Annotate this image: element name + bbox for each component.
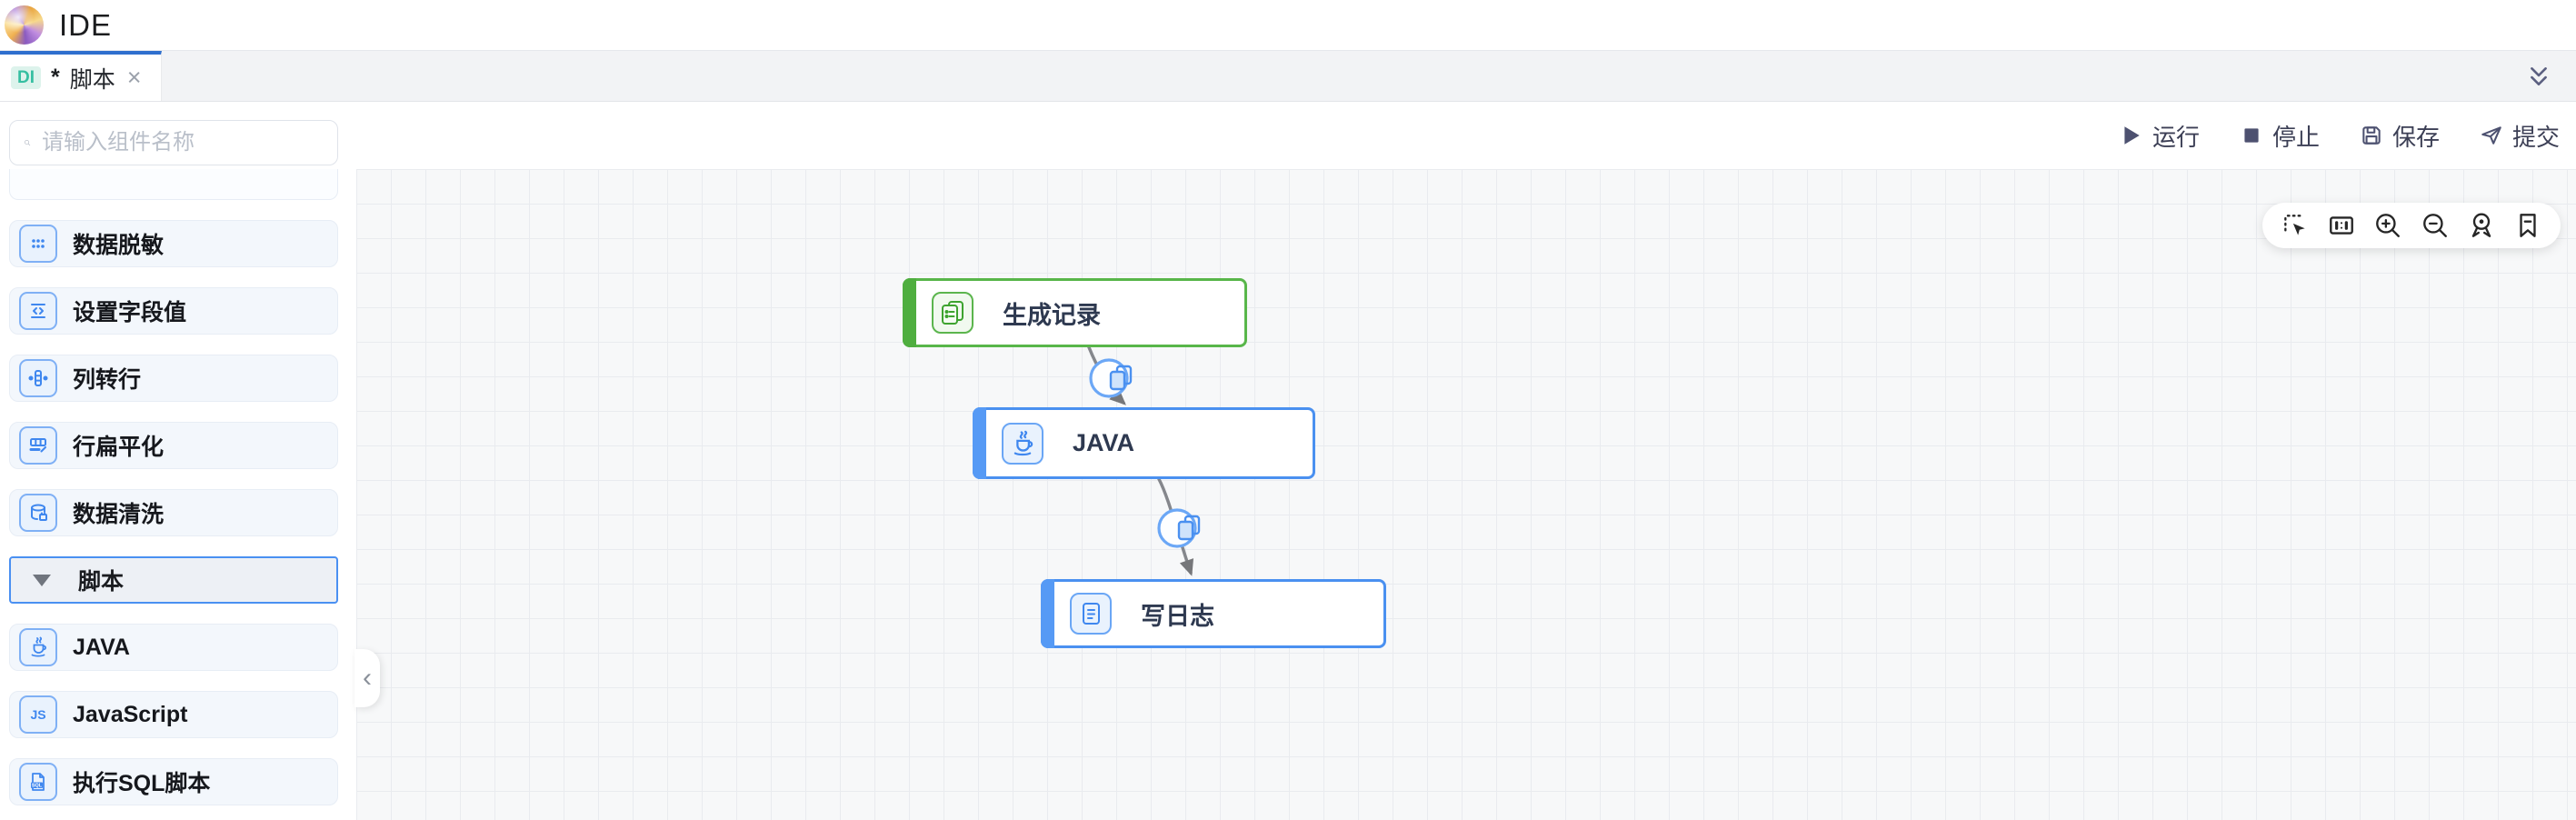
flow-canvas[interactable]: 生成记录 JAVA: [356, 169, 2576, 820]
search-icon: [25, 140, 31, 146]
list-item-partial[interactable]: [9, 169, 338, 200]
double-chevron-down-icon[interactable]: [2525, 65, 2552, 88]
canvas-toolbar: [2262, 203, 2561, 248]
write-log-icon: [1070, 593, 1112, 635]
tab-close-icon[interactable]: ×: [126, 64, 142, 91]
sidebar-item-label: 行扁平化: [73, 435, 165, 460]
copy-icon: [1157, 508, 1201, 548]
run-button[interactable]: 运行: [2120, 119, 2200, 153]
mask-dots-icon: [19, 225, 57, 263]
search-input[interactable]: [42, 130, 324, 155]
node-generate-records[interactable]: 生成记录: [903, 278, 1247, 347]
column-to-row-icon: [19, 359, 57, 397]
node-java[interactable]: JAVA: [973, 407, 1315, 479]
set-field-value-icon: [19, 292, 57, 330]
app-header: IDE: [0, 0, 2576, 51]
node-label: 生成记录: [1003, 301, 1101, 329]
stop-icon: [2244, 128, 2259, 143]
run-label: 运行: [2152, 123, 2200, 151]
save-icon: [2362, 126, 2381, 145]
submit-label: 提交: [2511, 123, 2560, 151]
category-label: 脚本: [78, 569, 125, 595]
action-toolbar: 运行 停止 保存 提交: [356, 102, 2576, 169]
play-icon: [2124, 126, 2140, 145]
sidebar-item-label: 执行SQL脚本: [73, 771, 211, 796]
sidebar-item-java[interactable]: JAVA: [9, 624, 338, 671]
tab-bar: DI * 脚本 ×: [0, 51, 2576, 102]
app-logo-icon: [5, 5, 44, 45]
tab-script[interactable]: DI * 脚本 ×: [0, 51, 162, 101]
sidebar-item-label: JavaScript: [73, 701, 188, 727]
submit-button[interactable]: 提交: [2480, 119, 2560, 153]
flow-edges: [1087, 345, 1201, 576]
sidebar-item-data-mask[interactable]: 数据脱敏: [9, 220, 338, 267]
component-list: 数据脱敏 设置字段值: [9, 169, 338, 805]
sidebar-item-label: 数据脱敏: [73, 233, 165, 258]
copy-icon: [1089, 358, 1133, 398]
node-label: 写日志: [1141, 602, 1214, 630]
sidebar-item-label: 数据清洗: [73, 502, 165, 527]
sidebar-item-sql-script[interactable]: SQL 执行SQL脚本: [9, 758, 338, 805]
svg-text:JS: JS: [30, 707, 45, 722]
stop-button[interactable]: 停止: [2240, 119, 2320, 153]
sidebar-collapse-handle[interactable]: ‹: [354, 649, 380, 707]
generate-records-icon: [932, 292, 973, 334]
sidebar-item-column-to-row[interactable]: 列转行: [9, 355, 338, 402]
sidebar-item-label: 设置字段值: [73, 300, 187, 325]
di-badge: DI: [11, 66, 41, 89]
node-write-log[interactable]: 写日志: [1041, 579, 1386, 648]
sidebar-item-javascript[interactable]: JS JavaScript: [9, 691, 338, 738]
modified-indicator: *: [51, 65, 60, 90]
sidebar-category-script[interactable]: 脚本: [9, 556, 338, 604]
sidebar-item-label: JAVA: [73, 634, 130, 660]
stop-label: 停止: [2271, 123, 2320, 151]
zoom-in-icon[interactable]: [2373, 211, 2402, 240]
java-icon: [1002, 422, 1043, 465]
sql-file-icon: SQL: [19, 763, 57, 801]
component-sidebar: 数据脱敏 设置字段值: [0, 102, 356, 820]
save-button[interactable]: 保存: [2360, 119, 2440, 153]
caret-down-icon: [33, 574, 51, 586]
sidebar-item-label: 列转行: [73, 367, 142, 393]
marquee-select-icon[interactable]: [2281, 211, 2310, 240]
bookmark-icon[interactable]: [2513, 211, 2542, 240]
data-clean-icon: [19, 494, 57, 532]
save-label: 保存: [2391, 123, 2440, 151]
send-icon: [2481, 126, 2501, 145]
sidebar-item-set-field-value[interactable]: 设置字段值: [9, 287, 338, 335]
row-flatten-icon: [19, 426, 57, 465]
sidebar-item-row-flatten[interactable]: 行扁平化: [9, 422, 338, 469]
java-icon: [19, 628, 57, 666]
app-title: IDE: [59, 7, 113, 42]
svg-text:SQL: SQL: [32, 784, 43, 789]
locate-icon[interactable]: [2467, 211, 2496, 240]
component-search-box[interactable]: [9, 120, 338, 165]
fit-view-icon[interactable]: [2327, 211, 2356, 240]
tab-label: 脚本: [69, 66, 115, 93]
sidebar-item-data-clean[interactable]: 数据清洗: [9, 489, 338, 536]
zoom-out-icon[interactable]: [2421, 211, 2450, 240]
node-label: JAVA: [1073, 429, 1135, 456]
js-icon: JS: [19, 695, 57, 734]
